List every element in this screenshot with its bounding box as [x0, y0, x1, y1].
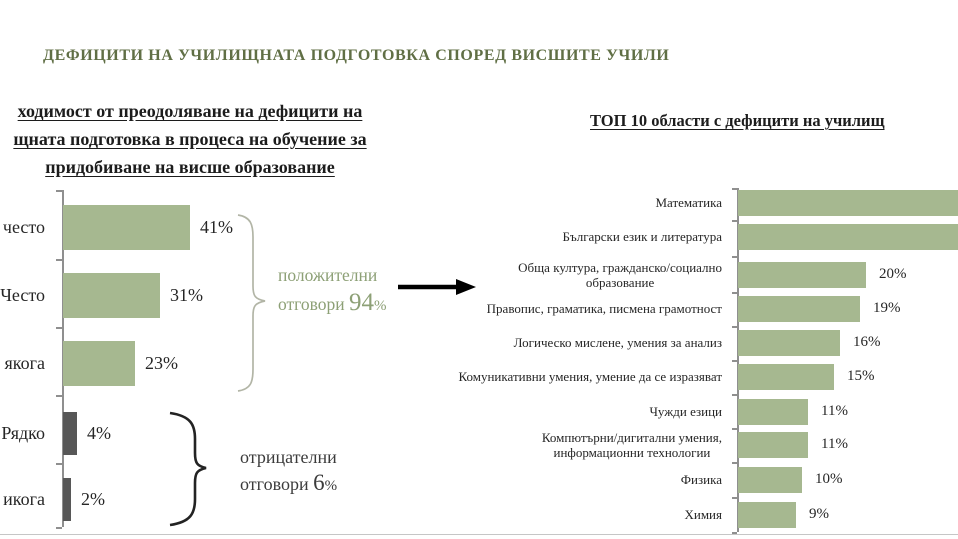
- bar: [738, 296, 860, 322]
- bar: [738, 432, 808, 458]
- left-axis-tick: [56, 327, 62, 329]
- left-heading-line-2: щната подготовка в процеса на обучение з…: [13, 129, 367, 149]
- bar-label: Химия: [684, 507, 722, 523]
- slide-title: ДЕФИЦИТИ НА УЧИЛИЩНАТА ПОДГОТОВКА СПОРЕД…: [43, 47, 670, 64]
- bar-value: 11%: [821, 403, 848, 419]
- negative-note-line1: отрицателни: [240, 447, 337, 467]
- bar-value: 15%: [847, 368, 875, 384]
- negative-note-line2: отговори 6%: [240, 470, 338, 495]
- left-axis-line: [62, 190, 64, 527]
- bar-label: Български език и литература: [562, 229, 722, 245]
- bar-label: Логическо мислене, умения за анализ: [513, 335, 722, 351]
- bar-label: Математика: [655, 195, 722, 211]
- bar-label: Правопис, граматика, писмена грамотност: [486, 301, 722, 317]
- bar-value: 31%: [170, 284, 203, 305]
- right-axis-tick: [732, 220, 737, 222]
- right-axis-tick: [732, 462, 737, 464]
- positive-note-line1: положителни: [278, 265, 378, 285]
- right-chart-heading: ТОП 10 области с дефицити на училищ: [590, 111, 885, 130]
- bar: [738, 262, 866, 288]
- bar-value: 2%: [81, 488, 105, 509]
- right-axis-line: [737, 188, 739, 532]
- left-axis-tick: [56, 190, 62, 192]
- bar: [63, 412, 77, 455]
- right-axis-tick: [732, 497, 737, 499]
- bar: [63, 478, 71, 521]
- bottom-divider: [0, 534, 958, 535]
- bar-label: икога: [3, 489, 45, 509]
- left-chart-heading: ходимост от преодоляване на дефицити на …: [0, 97, 400, 181]
- bar-label: често: [2, 217, 45, 237]
- left-axis-tick: [56, 395, 62, 397]
- bar-label: Често: [0, 285, 45, 305]
- right-axis-tick: [732, 532, 737, 534]
- positive-group-brace-icon: [237, 214, 266, 392]
- left-heading-line-3: придобиване на висше образование: [45, 157, 335, 177]
- bar-label: Чужди езици: [649, 404, 722, 420]
- right-axis-tick: [732, 256, 737, 258]
- bar: [63, 205, 190, 250]
- bar-value: 4%: [87, 422, 111, 443]
- positive-note: положителни отговори 94%: [278, 262, 387, 320]
- right-axis-tick: [732, 428, 737, 430]
- bar-label: Рядко: [1, 423, 45, 443]
- bar-label: Физика: [680, 472, 722, 488]
- left-axis-tick: [56, 527, 62, 529]
- bar: [738, 502, 796, 528]
- bar-value: 19%: [873, 300, 901, 316]
- bar: [738, 224, 958, 250]
- bar-label: Комуникативни умения, умение да се израз…: [458, 369, 722, 385]
- bar-label: Компютърни/дигитални умения, информацион…: [541, 429, 722, 461]
- bar-value: 23%: [145, 352, 178, 373]
- bar: [738, 330, 840, 356]
- right-arrow-icon: [398, 279, 476, 295]
- negative-note: отрицателни отговори 6%: [240, 444, 337, 499]
- bar: [63, 341, 135, 386]
- bar-value: 10%: [815, 471, 843, 487]
- right-axis-tick: [732, 326, 737, 328]
- right-axis-tick: [732, 394, 737, 396]
- bar: [738, 467, 802, 493]
- bar-value: 9%: [809, 506, 829, 522]
- negative-group-brace-icon: [169, 411, 207, 527]
- bar-label: Обща култура, гражданско/социално образо…: [518, 259, 722, 291]
- bar: [63, 273, 160, 318]
- bar: [738, 364, 834, 390]
- bar-value: 41%: [200, 216, 233, 237]
- bar: [738, 190, 958, 216]
- bar: [738, 399, 808, 425]
- positive-note-line2: отговори 94%: [278, 289, 387, 316]
- bar-value: 16%: [853, 334, 881, 350]
- right-axis-tick: [732, 360, 737, 362]
- left-axis-tick: [56, 259, 62, 261]
- left-heading-line-1: ходимост от преодоляване на дефицити на: [17, 101, 363, 121]
- bar-value: 11%: [821, 436, 848, 452]
- right-axis-tick: [732, 188, 737, 190]
- left-axis-tick: [56, 463, 62, 465]
- right-axis-tick: [732, 292, 737, 294]
- bar-label: якога: [4, 353, 45, 373]
- bar-value: 20%: [879, 266, 907, 282]
